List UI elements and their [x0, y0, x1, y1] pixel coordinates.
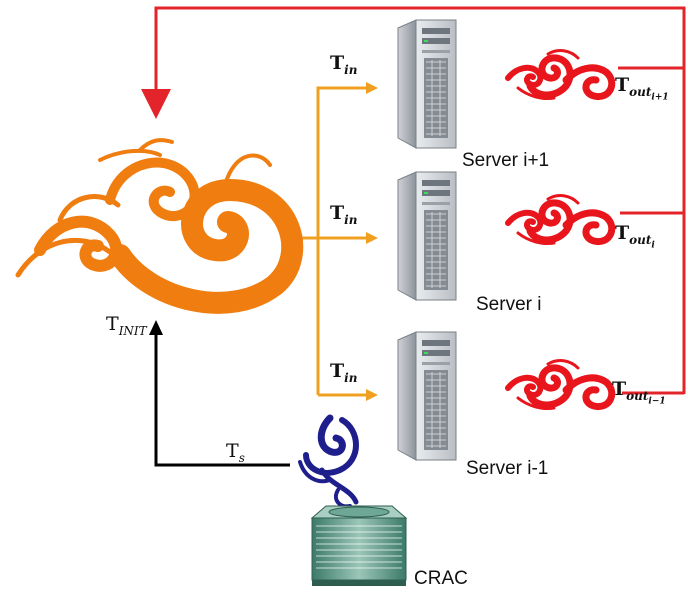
crac-label: CRAC: [414, 568, 468, 589]
server-label-mid: Server i: [476, 294, 542, 315]
cold-line: [149, 320, 290, 467]
hot-air-swirl-icon: [508, 196, 612, 244]
t-s-label: Ts: [226, 440, 245, 465]
t-in-label-bot: Tin: [330, 360, 358, 385]
t-out-label-mid: Touti: [615, 222, 655, 251]
hot-air-swirl-icon: [508, 51, 612, 99]
warm-air-swirl-icon: [15, 138, 304, 314]
t-out-label-bot: Touti−1: [612, 378, 666, 407]
return-line: [141, 6, 686, 395]
server-i: [397, 171, 457, 301]
t-init-label: TINIT: [106, 313, 147, 338]
server-i-plus-1: [397, 19, 457, 149]
t-in-label-top: Tin: [330, 52, 358, 77]
cold-air-swirl-icon: [298, 414, 359, 509]
t-out-label-top: Touti+1: [615, 74, 669, 103]
hot-air-swirl-icon: [508, 361, 612, 409]
server-label-bot: Server i-1: [466, 458, 549, 479]
server-label-top: Server i+1: [462, 150, 550, 171]
supply-lines: [290, 82, 378, 401]
server-i-minus-1: [397, 331, 457, 461]
t-in-label-mid: Tin: [330, 202, 358, 227]
crac-unit-icon: [310, 505, 408, 586]
